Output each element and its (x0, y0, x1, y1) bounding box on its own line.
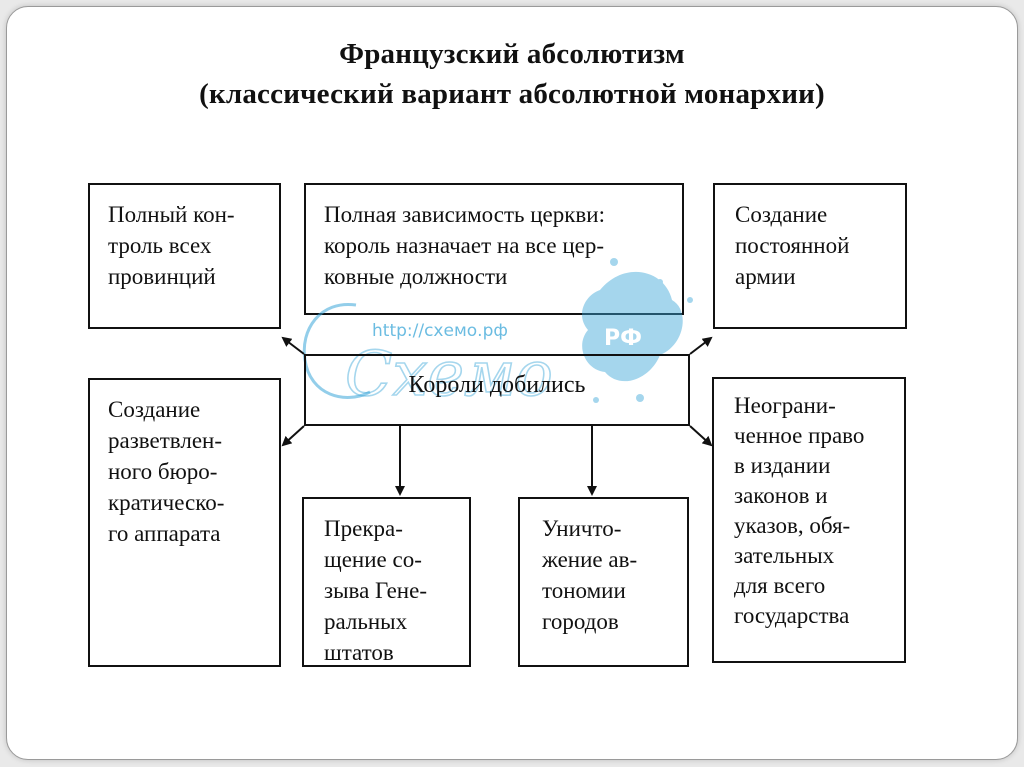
box-bureaucracy-line: го аппарата (108, 521, 221, 546)
box-law-line: государства (734, 603, 850, 628)
box-army-line: Создание (735, 202, 828, 227)
box-army-line: армии (735, 264, 796, 289)
box-cities-line: жение ав- (542, 547, 638, 572)
box-provinces-line: Полный кон- (108, 202, 235, 227)
box-provinces-line: троль всех (108, 233, 212, 258)
box-estates-general: Прекра- щение со- зыва Гене- ральных шта… (302, 497, 471, 667)
box-law-line: для всего (734, 573, 826, 598)
box-church: Полная зависимость церкви: король назнач… (304, 183, 684, 315)
box-estates-line: Прекра- (324, 516, 403, 541)
box-law-line: ченное право (734, 423, 865, 448)
box-army-line: постоянной (735, 233, 850, 258)
box-law-line: Неограни- (734, 393, 836, 418)
center-label: Короли добились (408, 372, 586, 398)
box-cities: Уничто- жение ав- тономии городов (518, 497, 689, 667)
box-army: Создание постоянной армии (713, 183, 907, 329)
box-church-line: Полная зависимость церкви: (324, 202, 605, 227)
diagram-title: Французский абсолютизм (339, 38, 685, 70)
box-law-line: в издании (734, 453, 831, 478)
diagram-subtitle: (классический вариант абсолютной монархи… (199, 78, 825, 110)
arrow-to-bureaucracy (281, 425, 305, 447)
box-cities-line: городов (542, 609, 619, 634)
center-box: Короли добились (304, 354, 690, 426)
box-bureaucracy-line: разветвлен- (108, 428, 222, 453)
arrow-to-army (689, 336, 713, 355)
box-law-line: зательных (734, 543, 835, 568)
box-law-line: указов, обя- (734, 513, 851, 538)
box-cities-line: Уничто- (542, 516, 622, 541)
box-bureaucracy: Создание разветвлен- ного бюро- кратичес… (88, 378, 281, 667)
box-provinces-line: провинций (108, 264, 216, 289)
arrow-to-provinces (281, 336, 305, 355)
box-estates-line: щение со- (324, 547, 422, 572)
box-estates-line: ральных (324, 609, 408, 634)
box-church-line: ковные должности (324, 264, 508, 289)
box-cities-line: тономии (542, 578, 626, 603)
box-bureaucracy-line: Создание (108, 397, 201, 422)
box-law: Неограни- ченное право в издании законов… (712, 377, 906, 663)
arrow-to-law (689, 425, 713, 447)
box-estates-line: зыва Гене- (324, 578, 427, 603)
box-provinces: Полный кон- троль всех провинций (88, 183, 281, 329)
box-law-line: законов и (734, 483, 828, 508)
box-church-line: король назначает на все цер- (324, 233, 605, 258)
box-bureaucracy-line: кратическо- (108, 490, 225, 515)
box-estates-line: штатов (324, 640, 394, 665)
box-bureaucracy-line: ного бюро- (108, 459, 218, 484)
